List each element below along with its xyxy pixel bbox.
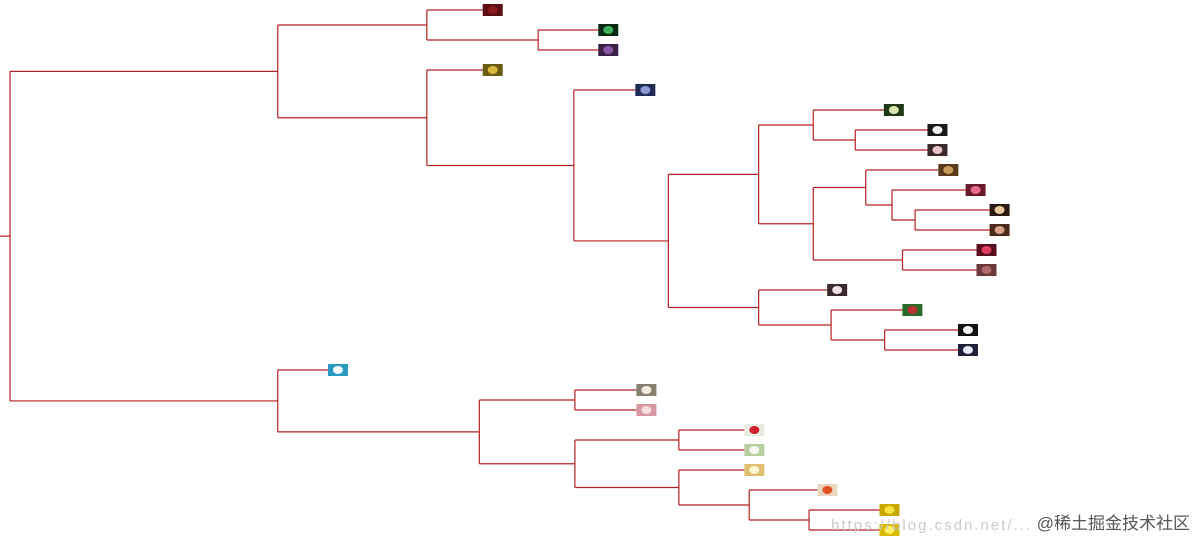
- white-green-thumbnail: [883, 104, 904, 116]
- beige-red-thumbnail: [817, 484, 838, 496]
- green-leaf-thumbnail: [598, 24, 619, 36]
- red-on-white-thumbnail: [744, 424, 765, 436]
- bright-yellow-thumbnail: [879, 524, 900, 536]
- brown-flower-thumbnail: [938, 164, 959, 176]
- yellow-white-thumbnail: [744, 464, 765, 476]
- white-purple-thumbnail: [957, 344, 978, 356]
- watermark-url: https://blog.csdn.net/...: [831, 517, 1032, 534]
- blue-flowers-thumbnail: [635, 84, 656, 96]
- white-daisy-thumbnail: [957, 324, 978, 336]
- watermark-brand: @稀土掘金技术社区: [1036, 514, 1190, 533]
- pink-white-petals-thumbnail: [827, 284, 848, 296]
- light-pink-thumbnail: [636, 404, 657, 416]
- beige-white-flowers-thumbnail: [636, 384, 657, 396]
- dark-red-flower-thumbnail: [482, 4, 503, 16]
- red-white-thumbnail: [976, 244, 997, 256]
- white-green-petals-thumbnail: [744, 444, 765, 456]
- purple-flower-thumbnail: [598, 44, 619, 56]
- peach-round-flower-thumbnail: [989, 204, 1010, 216]
- white-on-cyan-thumbnail: [327, 364, 348, 376]
- pink-red-flower-thumbnail: [965, 184, 986, 196]
- white-flower-thumbnail: [927, 124, 948, 136]
- red-green-field-thumbnail: [902, 304, 923, 316]
- pink-white-flower-thumbnail: [927, 144, 948, 156]
- brown-pink-thumbnail: [989, 224, 1010, 236]
- yellow-flower-thumbnail: [879, 504, 900, 516]
- yellow-striped-thumbnail: [482, 64, 503, 76]
- muted-red-thumbnail: [976, 264, 997, 276]
